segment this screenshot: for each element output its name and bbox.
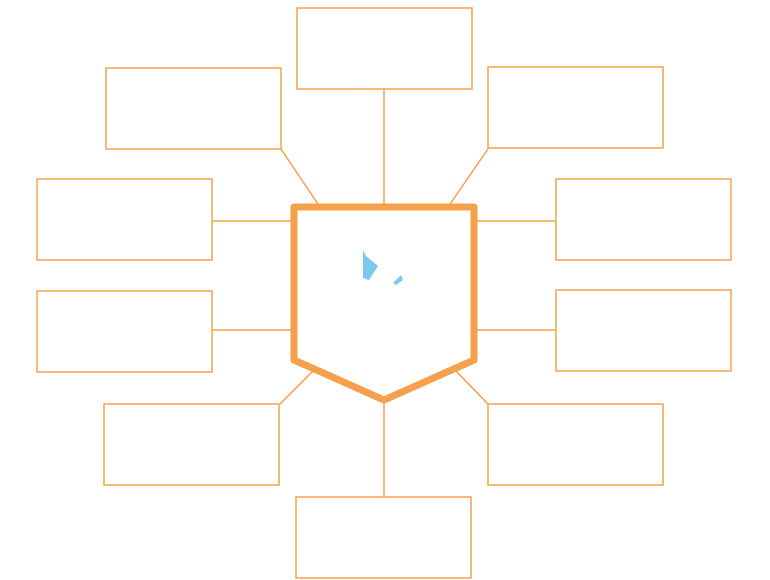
outer-boxes [36,7,732,579]
center-shape[interactable] [290,203,478,404]
box-lower-right[interactable] [487,403,664,486]
box-bottom[interactable] [295,496,472,579]
box-top[interactable] [296,7,473,90]
box-mid-right-2[interactable] [555,289,732,372]
connector-upper-right [447,148,489,208]
connector-upper-left [280,148,321,208]
box-lower-left[interactable] [103,403,280,486]
connector-lower-right [454,369,489,405]
box-upper-right[interactable] [487,66,664,149]
connectors [212,89,556,497]
connector-lower-left [279,369,315,405]
box-mid-right-1[interactable] [555,178,732,261]
center-pentagon [290,203,478,404]
glyph-fragment-2 [393,275,403,285]
box-mid-left-1[interactable] [36,178,213,261]
center-glyph-icon [363,250,403,285]
box-mid-left-2[interactable] [36,290,213,373]
glyph-fragment-1 [363,250,378,280]
box-upper-left[interactable] [105,67,282,150]
